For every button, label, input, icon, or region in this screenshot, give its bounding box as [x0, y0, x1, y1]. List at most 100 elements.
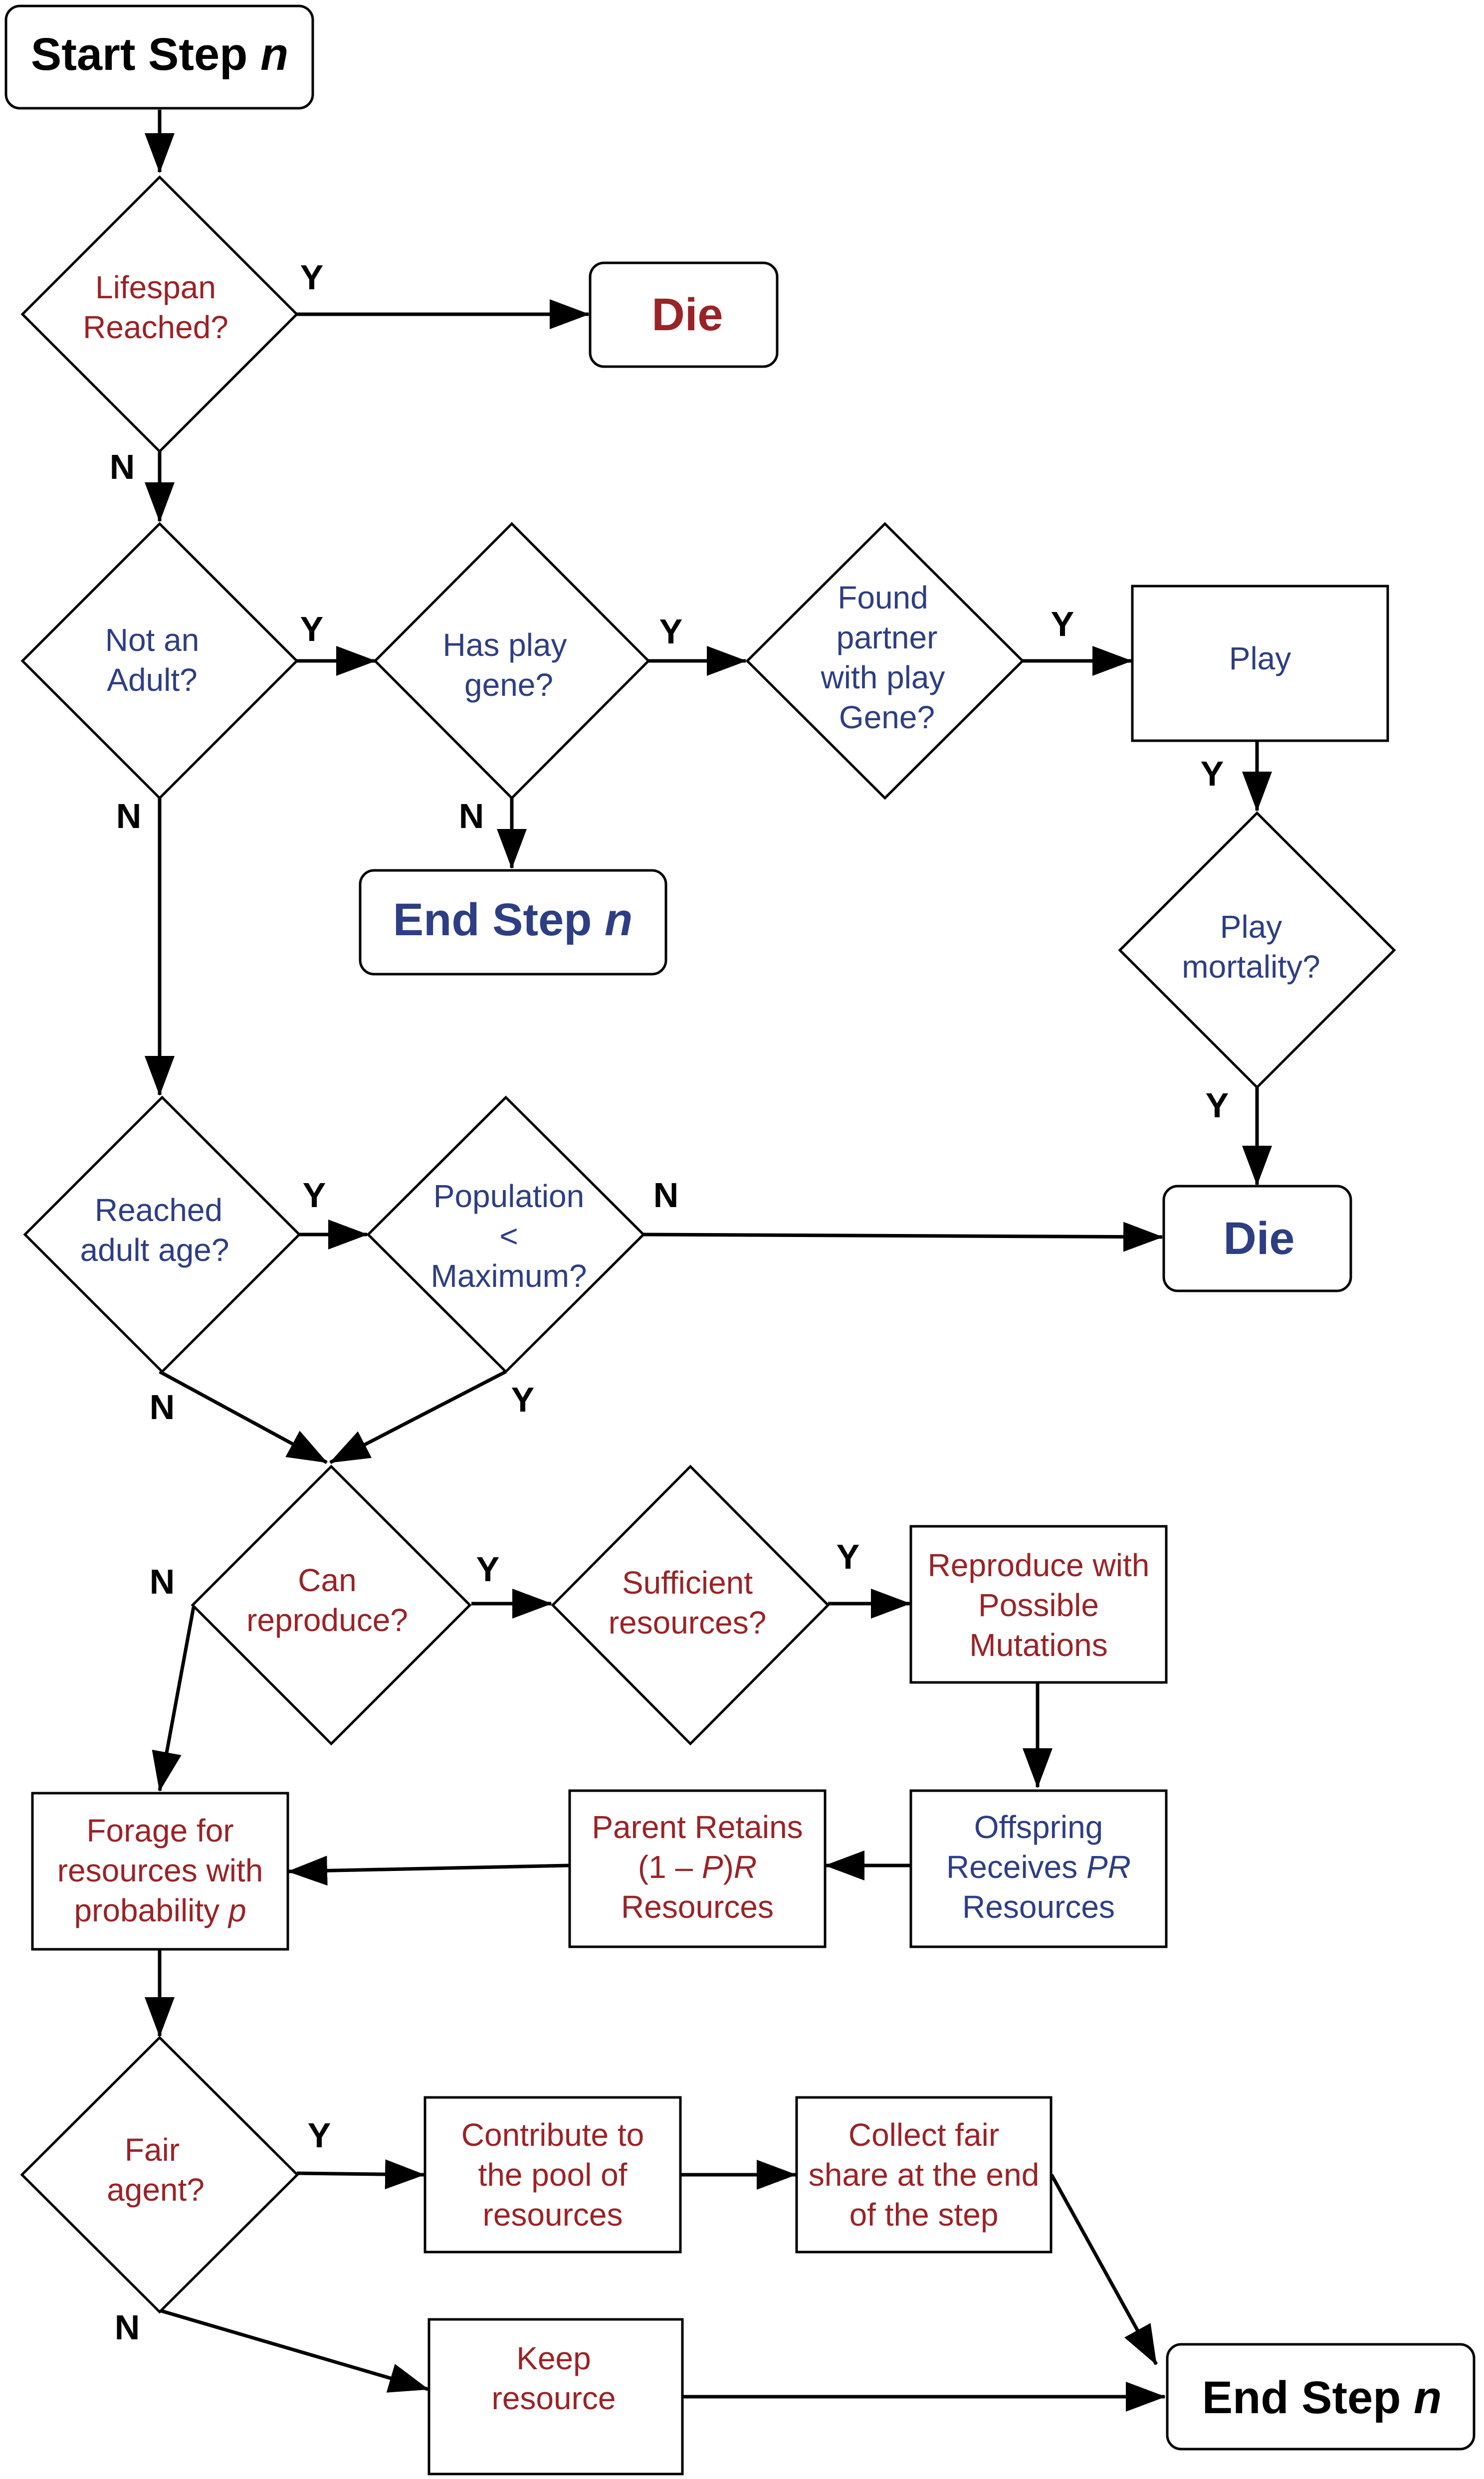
edge-labels: Y N Y N Y N Y Y Y Y N N Y Y N Y Y N [110, 258, 1229, 2347]
node-reproduce: Reproduce with Possible Mutations [909, 1525, 1168, 1684]
svg-text:Lifespan: Lifespan [95, 269, 216, 305]
svg-text:resources with: resources with [57, 1853, 263, 1888]
svg-text:resources: resources [483, 2197, 623, 2233]
svg-text:Gene?: Gene? [839, 699, 935, 735]
node-play-mortality-decision: Play mortality? [1118, 811, 1396, 1089]
svg-text:Adult?: Adult? [107, 662, 197, 698]
label-play-yes: Y [1201, 754, 1224, 793]
arrow-population-to-die [643, 1222, 1163, 1252]
svg-text:Resources: Resources [621, 1889, 774, 1925]
svg-text:Play: Play [1220, 909, 1282, 945]
svg-text:Die: Die [651, 289, 723, 340]
arrow-collect-to-endstep [1050, 2174, 1158, 2365]
svg-text:Sufficient: Sufficient [622, 1565, 753, 1601]
label-reached-no: N [150, 1388, 175, 1427]
label-canreproduce-no: N [150, 1562, 175, 1601]
node-parent: Parent Retains (1 – P)R Resources [568, 1789, 827, 1948]
node-play-gene-decision: Has play gene? [373, 522, 650, 800]
svg-text:share at the end: share at the end [809, 2157, 1040, 2193]
arrow-canreproduce-to-forage [152, 1607, 196, 1792]
node-end-step-middle: End Step n [359, 869, 667, 976]
arrow-fair-to-contribute [296, 2159, 425, 2190]
svg-text:of the step: of the step [849, 2197, 999, 2233]
label-playgene-no: N [459, 797, 484, 835]
label-canreproduce-yes: Y [476, 1550, 500, 1589]
label-notadult-no: N [116, 797, 142, 835]
node-population-decision: Population < Maximum? [366, 1095, 645, 1374]
label-lifespan-no: N [110, 447, 135, 486]
svg-text:Forage for: Forage for [86, 1813, 233, 1849]
svg-text:Reached?: Reached? [83, 309, 228, 345]
node-start-step: Start Step n [4, 4, 314, 110]
svg-text:Contribute to: Contribute to [461, 2117, 644, 2153]
node-die-middle: Die [1162, 1185, 1352, 1292]
node-play: Play [1131, 585, 1389, 742]
svg-text:the pool of: the pool of [478, 2157, 628, 2193]
label-fair-no: N [115, 2308, 140, 2347]
node-reached-adult-decision: Reached adult age? [23, 1095, 301, 1374]
svg-text:Resources: Resources [962, 1889, 1115, 1925]
label-partner-yes: Y [1051, 605, 1074, 643]
svg-text:Found: Found [838, 580, 928, 616]
arrow-parent-to-forage [287, 1856, 569, 1886]
svg-text:probability p: probability p [74, 1892, 246, 1928]
node-fair-decision: Fair agent? [20, 2036, 299, 2314]
node-sufficient-decision: Sufficient resources? [551, 1464, 830, 1746]
label-mortality-yes: Y [1206, 1086, 1229, 1125]
svg-text:Parent Retains: Parent Retains [592, 1809, 803, 1845]
arrow-fair-to-keep [159, 2308, 429, 2393]
connectors [145, 110, 1272, 2412]
svg-text:Fair: Fair [125, 2132, 180, 2168]
svg-text:Collect fair: Collect fair [848, 2117, 999, 2153]
svg-text:reproduce?: reproduce? [246, 1602, 408, 1638]
svg-text:Reached: Reached [95, 1192, 222, 1228]
svg-text:gene?: gene? [464, 667, 553, 703]
svg-text:Can: Can [298, 1562, 356, 1598]
svg-text:Start Step n: Start Step n [31, 29, 288, 80]
node-found-partner-decision: Found partner with play Gene? [745, 522, 1025, 800]
svg-text:Population: Population [433, 1178, 584, 1214]
svg-text:Mutations: Mutations [969, 1627, 1107, 1663]
node-forage: Forage for resources with probability p [31, 1792, 289, 1951]
node-not-adult-decision: Not an Adult? [20, 522, 299, 800]
svg-text:Play: Play [1229, 640, 1291, 676]
svg-text:Reproduce with: Reproduce with [928, 1547, 1150, 1583]
node-die-top: Die [589, 261, 779, 368]
svg-text:partner: partner [837, 620, 938, 655]
svg-text:agent?: agent? [107, 2172, 205, 2208]
svg-text:Maximum?: Maximum? [431, 1258, 587, 1294]
svg-text:Die: Die [1223, 1213, 1294, 1264]
svg-text:adult age?: adult age? [80, 1232, 229, 1268]
svg-text:Not an: Not an [105, 622, 200, 658]
svg-text:Keep: Keep [516, 2340, 591, 2376]
label-lifespan-yes: Y [300, 258, 324, 297]
node-keep: Keep resource [427, 2318, 684, 2476]
label-population-no: N [653, 1176, 679, 1215]
label-playgene-yes: Y [659, 612, 683, 651]
label-population-yes: Y [511, 1380, 535, 1419]
svg-text:End Step n: End Step n [1202, 2372, 1442, 2423]
svg-text:Offspring: Offspring [974, 1809, 1103, 1845]
svg-text:mortality?: mortality? [1182, 949, 1320, 985]
node-lifespan-decision: Lifespan Reached? [20, 175, 299, 453]
label-notadult-yes: Y [300, 610, 324, 648]
svg-text:Has play: Has play [443, 627, 567, 663]
svg-text:(1 – P)R: (1 – P)R [638, 1849, 757, 1885]
svg-text:<: < [499, 1218, 518, 1254]
svg-text:End Step n: End Step n [393, 894, 633, 945]
node-contribute: Contribute to the pool of resources [424, 2096, 682, 2254]
label-sufficient-yes: Y [837, 1537, 860, 1576]
label-fair-yes: Y [308, 2116, 331, 2155]
node-end-step-bottom: End Step n [1166, 2343, 1476, 2451]
label-reached-yes: Y [303, 1176, 326, 1215]
svg-text:Possible: Possible [978, 1587, 1099, 1623]
node-can-reproduce-decision: Can reproduce? [191, 1464, 472, 1746]
arrow-reached-to-canreproduce [159, 1370, 328, 1464]
node-offspring: Offspring Receives PR Resources [909, 1789, 1168, 1948]
svg-text:resources?: resources? [609, 1605, 767, 1641]
svg-text:resource: resource [492, 2380, 616, 2416]
svg-text:with play: with play [821, 659, 945, 695]
svg-text:Receives PR: Receives PR [946, 1849, 1131, 1885]
node-collect: Collect fair share at the end of the ste… [795, 2096, 1053, 2254]
